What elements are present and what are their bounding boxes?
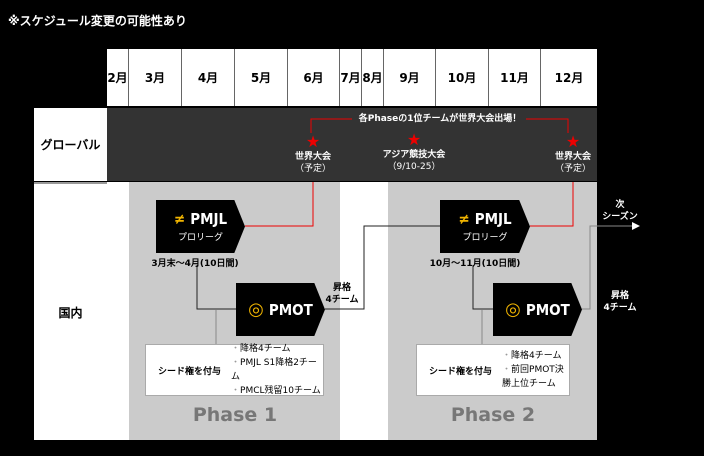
event-name: アジア競技大会 xyxy=(382,150,446,160)
pmjl-logo-phase1: ≠PMJL プロリーグ xyxy=(156,200,245,253)
event-world-2: ★ 世界大会 （予定） xyxy=(543,132,603,175)
month-9: 9月 xyxy=(384,49,436,106)
pmjl-title: PMJL xyxy=(474,210,512,228)
month-11: 11月 xyxy=(489,49,541,106)
pmot-title: PMOT xyxy=(525,300,570,319)
pmjl-title: PMJL xyxy=(190,210,228,228)
event-name: 世界大会 xyxy=(294,152,331,162)
phase1-label: Phase 1 xyxy=(192,404,278,426)
phase2-seed-box: シード権を付与 降格4チーム前回PMOT決勝上位チーム xyxy=(416,344,570,396)
next-line: シーズン xyxy=(602,212,638,222)
seed-item: 降格4チーム xyxy=(502,349,569,363)
seed-item: 降格4チーム xyxy=(231,342,323,356)
event-world-1: ★ 世界大会 （予定） xyxy=(283,132,343,175)
event-asian-games: ★ アジア競技大会 （9/10-25） xyxy=(374,130,454,173)
event-sub: （予定） xyxy=(554,164,591,174)
event-name: 世界大会 xyxy=(554,152,591,162)
promo-line: 昇格 xyxy=(332,283,351,293)
pmjl-icon: ≠ xyxy=(458,210,470,228)
star-icon: ★ xyxy=(406,130,422,149)
pmot-logo-phase1: ◎PMOT xyxy=(236,283,325,336)
star-icon: ★ xyxy=(565,132,581,151)
month-12: 12月 xyxy=(541,49,597,106)
event-sub: （9/10-25） xyxy=(387,162,441,172)
month-5: 5月 xyxy=(235,49,288,106)
schedule-note: ※スケジュール変更の可能性あり xyxy=(8,14,187,28)
pmjl-sub: プロリーグ xyxy=(177,233,223,243)
next-season-label: 次シーズン xyxy=(598,199,642,223)
pmot-title: PMOT xyxy=(268,300,313,319)
phase1-seed-box: シード権を付与 降格4チームPMJL S1降格2チームPMCL残留10チーム xyxy=(145,344,324,396)
seed-label: シード権を付与 xyxy=(429,366,493,377)
seed-item: PMJL S1降格2チーム xyxy=(231,356,323,384)
phase2-label: Phase 2 xyxy=(450,404,536,426)
phase2-date: 10月〜11月(10日間) xyxy=(429,259,521,269)
pmot-icon: ◎ xyxy=(505,299,521,320)
event-sub: （予定） xyxy=(294,164,331,174)
promo-line: 昇格 xyxy=(610,291,629,301)
pmjl-sub: プロリーグ xyxy=(462,233,508,243)
phase1-date: 3月末〜4月(10日間) xyxy=(151,259,239,269)
phase1-promo: 昇格 4チーム xyxy=(322,282,362,306)
star-icon: ★ xyxy=(305,132,321,151)
month-3: 3月 xyxy=(129,49,182,106)
month-8: 8月 xyxy=(362,49,384,106)
pmjl-icon: ≠ xyxy=(173,210,186,228)
phase2-promo: 昇格 4チーム xyxy=(600,290,640,314)
month-2: 2月 xyxy=(107,49,129,106)
pmot-icon: ◎ xyxy=(248,299,264,320)
next-line: 次 xyxy=(615,200,625,210)
month-7: 7月 xyxy=(340,49,362,106)
global-band xyxy=(107,108,597,181)
pmot-logo-phase2: ◎PMOT xyxy=(493,283,582,336)
global-banner: 各Phaseの1位チームが世界大会出場！ xyxy=(358,114,522,124)
promo-line: 4チーム xyxy=(325,295,359,305)
month-6: 6月 xyxy=(288,49,340,106)
seed-item: 前回PMOT決勝上位チーム xyxy=(502,363,569,391)
pmjl-logo-phase2: ≠PMJL プロリーグ xyxy=(440,200,530,253)
row-label-global: グローバル xyxy=(34,108,107,181)
seed-item: PMCL残留10チーム xyxy=(231,384,323,398)
month-4: 4月 xyxy=(182,49,235,106)
month-10: 10月 xyxy=(436,49,489,106)
row-label-domestic: 国内 xyxy=(34,182,107,440)
seed-label: シード権を付与 xyxy=(158,366,222,377)
promo-line: 4チーム xyxy=(603,303,637,313)
